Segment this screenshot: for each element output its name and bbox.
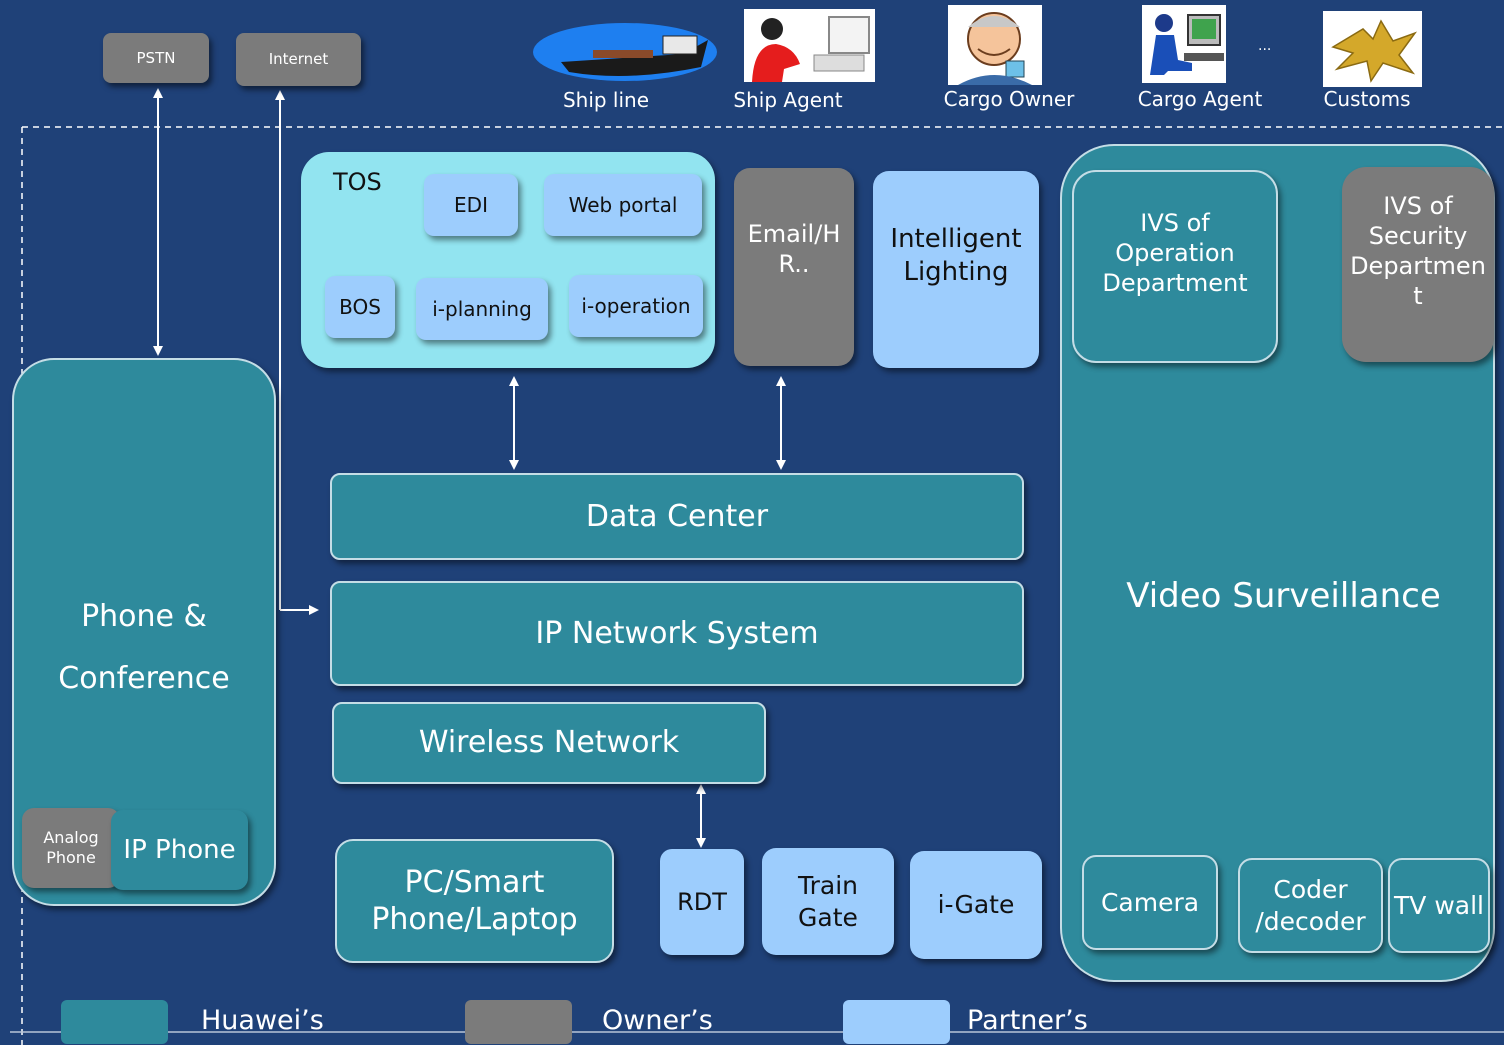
tv-wall-node: TV wall	[1388, 858, 1490, 953]
phone-conference-title-line1: Phone &	[81, 599, 207, 634]
phone-conference-title: Phone & Conference	[14, 586, 274, 710]
coder-decoder-node: Coder /decoder	[1238, 858, 1383, 953]
i-planning-label: i-planning	[432, 296, 532, 321]
ivs-operation-label: IVS of Operation Department	[1102, 208, 1248, 297]
tv-wall-label: TV wall	[1394, 890, 1484, 920]
ip-phone-label: IP Phone	[123, 834, 236, 865]
train-gate-label: Train Gate	[798, 871, 858, 932]
internet-label: Internet	[268, 50, 329, 69]
internet-node: Internet	[236, 33, 361, 86]
bos-label: BOS	[339, 294, 381, 319]
pc-smartphone-laptop-node: PC/Smart Phone/Laptop	[335, 839, 614, 963]
camera-node: Camera	[1082, 855, 1218, 950]
edi-node: EDI	[424, 174, 518, 236]
ivs-security-label: IVS of Security Departmen t	[1350, 191, 1486, 310]
legend-swatch-huawei	[61, 1000, 168, 1044]
stakeholder-label-ship-agent: Ship Agent	[733, 88, 843, 112]
stakeholders-ellipsis: ...	[1258, 38, 1272, 54]
i-gate-node: i-Gate	[910, 851, 1042, 959]
camera-label: Camera	[1100, 887, 1200, 917]
analog-phone-node: Analog Phone	[22, 808, 120, 888]
analog-phone-label: Analog Phone	[43, 828, 99, 867]
ip-network-node: IP Network System	[330, 581, 1024, 686]
legend-swatch-owner	[465, 1000, 572, 1044]
i-gate-label: i-Gate	[937, 890, 1015, 920]
i-planning-node: i-planning	[416, 278, 548, 340]
stakeholder-label-cargo-owner: Cargo Owner	[943, 87, 1075, 111]
coder-decoder-label: Coder /decoder	[1255, 875, 1366, 936]
edi-label: EDI	[454, 192, 488, 217]
ivs-security-node: IVS of Security Departmen t	[1342, 167, 1494, 362]
rdt-node: RDT	[660, 849, 744, 955]
legend-label-owner: Owner’s	[602, 1005, 713, 1036]
bos-node: BOS	[325, 276, 395, 338]
legend-label-huawei: Huawei’s	[201, 1005, 324, 1036]
cargo-owner-icon	[948, 5, 1042, 85]
email-hr-node: Email/H R..	[734, 168, 854, 366]
intelligent-lighting-label: Intelligent Lighting	[890, 224, 1022, 287]
ip-phone-node: IP Phone	[111, 810, 248, 890]
pstn-node: PSTN	[103, 33, 209, 83]
i-operation-label: i-operation	[581, 293, 691, 318]
ip-network-label: IP Network System	[535, 615, 819, 651]
cargo-agent-icon	[1142, 5, 1226, 83]
rdt-label: RDT	[677, 888, 727, 916]
phone-conference-title-line2: Conference	[58, 661, 230, 696]
video-surveillance-title: Video Surveillance	[1126, 576, 1441, 616]
web-portal-node: Web portal	[544, 174, 702, 236]
legend-swatch-partner	[843, 1000, 950, 1044]
ivs-operation-node: IVS of Operation Department	[1072, 170, 1278, 363]
wireless-network-label: Wireless Network	[418, 725, 680, 761]
customs-icon	[1323, 11, 1422, 87]
data-center-node: Data Center	[330, 473, 1024, 560]
pc-smartphone-laptop-label: PC/Smart Phone/Laptop	[371, 864, 578, 938]
data-center-label: Data Center	[585, 498, 769, 534]
pstn-label: PSTN	[136, 48, 176, 67]
train-gate-node: Train Gate	[762, 848, 894, 955]
ship-agent-icon	[744, 9, 875, 82]
tos-title: TOS	[333, 168, 382, 196]
intelligent-lighting-node: Intelligent Lighting	[873, 171, 1039, 368]
ship-icon	[533, 22, 719, 82]
i-operation-node: i-operation	[569, 275, 703, 337]
wireless-network-node: Wireless Network	[332, 702, 766, 784]
email-hr-label: Email/H R..	[747, 220, 841, 278]
stakeholder-label-customs: Customs	[1323, 87, 1411, 111]
web-portal-label: Web portal	[568, 192, 678, 217]
legend-label-partner: Partner’s	[967, 1005, 1088, 1036]
stakeholder-label-ship-line: Ship line	[562, 88, 650, 112]
stakeholder-label-cargo-agent: Cargo Agent	[1137, 87, 1263, 111]
